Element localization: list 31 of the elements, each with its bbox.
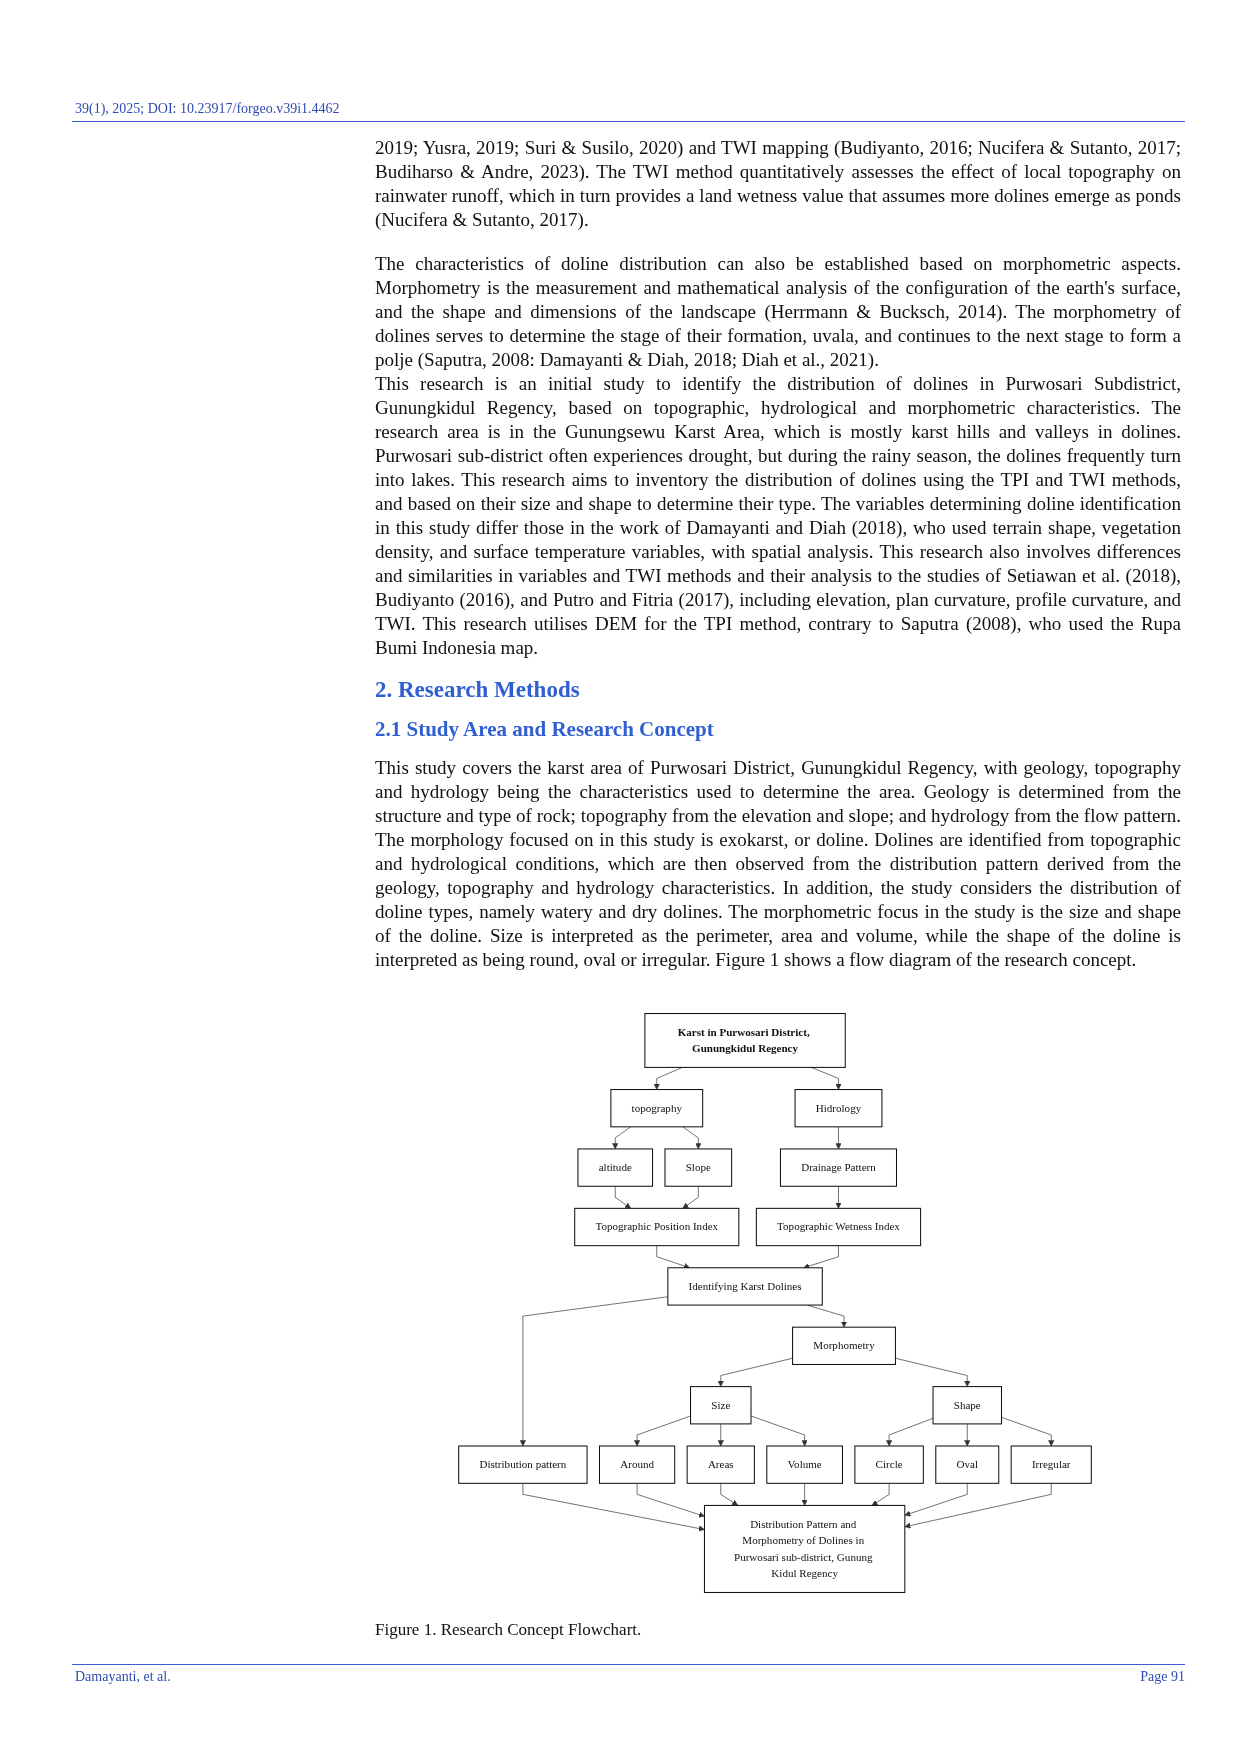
node-box: [1010, 1445, 1092, 1484]
flowchart: Karst in Purwosari District, Gunungkidul Regency topography Hidrology altitude Slope Drainage Pattern Topographic Position Index Topographic Wetness Index Identifying Karst Dolines Distribution pattern Morphometry Size Shape Around Areas Volume Circle Oval Irregular Distribution Pattern and Morphometry of Dolines in Purwosari sub-district, Gunung Kidul Regency: [415, 1008, 1135, 1598]
node-box: [755, 1207, 922, 1247]
node-box: [598, 1445, 676, 1484]
figure-caption: Figure 1. Research Concept Flowchart.: [375, 1620, 642, 1640]
subsection-heading: 2.1 Study Area and Research Concept: [375, 717, 714, 742]
node-box: [574, 1207, 740, 1247]
node-box: [792, 1326, 896, 1365]
running-header: 39(1), 2025; DOI: 10.23917/forgeo.v39i1.4462: [75, 101, 340, 117]
node-box: [779, 1148, 897, 1187]
node-box: [610, 1089, 704, 1128]
section-heading: 2. Research Methods: [375, 677, 580, 703]
node-box: [932, 1386, 1002, 1425]
node-box: [766, 1445, 843, 1484]
node-box: [644, 1013, 846, 1068]
node-box: [577, 1148, 654, 1187]
node-box: [458, 1445, 588, 1484]
node-box: [703, 1504, 906, 1593]
node-box: [686, 1445, 755, 1484]
node-box: [935, 1445, 1000, 1484]
node-box: [690, 1386, 752, 1425]
paragraph: The characteristics of doline distribution can also be established based on morphometric aspects. Morphometry is the measurement and mathematical analysis of the configuration of the earth's surface, and the shape and dimensions of the landscape (Herrmann & Bucksch, 2014). The morphometry of dolines serves to determine the stage of their formation, uvala, and continues to the next stage to form a polje (Saputra, 2008: Damayanti & Diah, 2018; Diah et al., 2021).: [375, 252, 1181, 372]
node-box: [667, 1267, 823, 1306]
paragraph: 2019; Yusra, 2019; Suri & Susilo, 2020) and TWI mapping (Budiyanto, 2016; Nucifera & Sutanto, 2017; Budiharso & Andre, 2023). The TWI method quantitatively assesses the effect of local topography on rainwater runoff, which in turn provides a land wetness value that assumes more dolines emerge as ponds (Nucifera & Sutanto, 2017).: [375, 136, 1181, 232]
node-box: [664, 1148, 733, 1187]
node-box: [794, 1089, 883, 1128]
footer-author: Damayanti, et al.: [75, 1669, 171, 1685]
paragraph: This study covers the karst area of Purwosari District, Gunungkidul Regency, with geology, topography and hydrology being the characteristics used to determine the area. Geology is determined from the structure and type of rock; topography from the elevation and slope; and hydrology from the flow pattern. The morphology focused on in this study is exokarst, or doline. Dolines are identified from topographic and hydrological conditions, which are then observed from the distribution pattern derived from the geology, topography and hydrology characteristics. In addition, the study considers the distribution of doline types, namely watery and dry dolines. The morphometric focus in the study is the size and shape of the doline. Size is interpreted as the perimeter, area and volume, while the shape of the doline is interpreted as being round, oval or irregular. Figure 1 shows a flow diagram of the research concept.: [375, 756, 1181, 972]
paragraph: This research is an initial study to identify the distribution of dolines in Purwosari Subdistrict, Gunungkidul Regency, based on topographic, hydrological and morphometric characteristics. The research area is in the Gunungsewu Karst Area, which is mostly karst hills and valleys in dolines. Purwosari sub-district often experiences drought, but during the rainy season, the dolines frequently turn into lakes. This research aims to inventory the distribution of dolines using the TPI and TWI methods, and based on their size and shape to determine their type. The variables determining doline identification in this study differ those in the work of Damayanti and Diah (2018), who used terrain shape, vegetation density, and surface temperature variables, with spatial analysis. This research also involves differences and similarities in variables and TWI methods and their analysis to the studies of Setiawan et al. (2018), Budiyanto (2016), and Putro and Fitria (2017), including elevation, plan curvature, profile curvature, and TWI. This research utilises DEM for the TPI method, contrary to Saputra (2008), who used the Rupa Bumi Indonesia map.: [375, 372, 1181, 660]
node-box: [854, 1445, 924, 1484]
page-number: Page 91: [1140, 1669, 1185, 1685]
